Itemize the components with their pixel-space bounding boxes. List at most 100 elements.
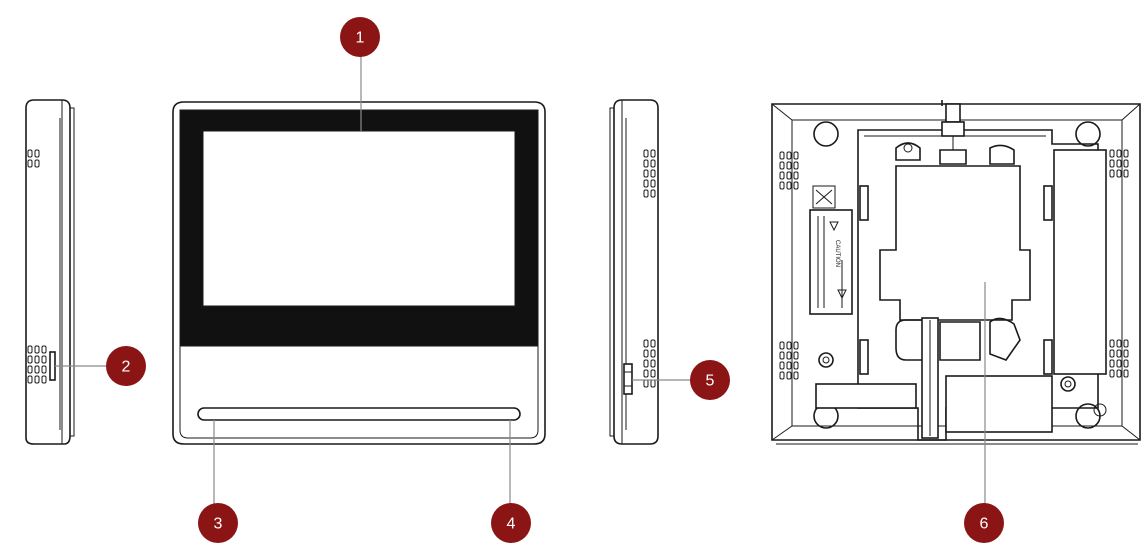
vent-slot (643, 339, 649, 348)
right-side-view (609, 99, 659, 445)
vent-slot (1116, 349, 1122, 358)
vent-slot (41, 375, 47, 384)
vent-slot (27, 149, 33, 158)
screw-hole-tl (813, 121, 839, 147)
vent-slot (786, 341, 792, 350)
vent-slot (793, 341, 799, 350)
vent-slot (34, 365, 40, 374)
vent-slot (1109, 339, 1115, 348)
vent-slot (643, 179, 649, 188)
back-plate-panel (879, 165, 1031, 321)
callout-1: 1 (340, 17, 380, 57)
vent-slot (27, 365, 33, 374)
vent-slot (779, 361, 785, 370)
vent-slot (1116, 369, 1122, 378)
vent-slot (779, 151, 785, 160)
vent-slot (34, 375, 40, 384)
vent-slot (650, 149, 656, 158)
vent-slot (643, 379, 649, 388)
vent-slot (650, 359, 656, 368)
callout-6: 6 (964, 503, 1004, 543)
cable-connector (939, 100, 967, 165)
callout-1-circle (340, 17, 380, 57)
microsd-slot (49, 351, 56, 381)
side-port (623, 363, 633, 395)
vent-slot (41, 345, 47, 354)
vent-slot (1109, 169, 1115, 178)
callout-3: 3 (198, 503, 238, 543)
vent-slot (779, 181, 785, 190)
vent-slot (643, 359, 649, 368)
vent-slot (786, 171, 792, 180)
callout-5-label: 5 (706, 373, 715, 390)
vent-slot (650, 159, 656, 168)
callout-1-label: 1 (356, 30, 365, 47)
vent-slot (650, 379, 656, 388)
vent-slot (650, 369, 656, 378)
vent-slot (779, 341, 785, 350)
back-label-right (945, 375, 1053, 433)
vent-slot (1123, 339, 1129, 348)
back-label-left (815, 383, 917, 409)
vent-slot (786, 351, 792, 360)
vent-slot (1123, 159, 1129, 168)
callout-3-label: 3 (214, 516, 223, 533)
front-touch-bar (197, 407, 521, 421)
left-vents-top (27, 149, 40, 168)
right-vents-bottom (643, 339, 656, 388)
callout-4-label: 4 (507, 516, 516, 533)
vent-slot (1116, 339, 1122, 348)
vent-slot (786, 161, 792, 170)
vent-slot (779, 351, 785, 360)
callout-4-circle (491, 503, 531, 543)
vent-slot (34, 355, 40, 364)
vent-slot (1116, 159, 1122, 168)
vent-slot (643, 189, 649, 198)
vent-slot (793, 171, 799, 180)
vent-slot (41, 365, 47, 374)
vent-slot (779, 171, 785, 180)
vent-slot (650, 349, 656, 358)
callout-5-circle (690, 360, 730, 400)
vent-slot (793, 151, 799, 160)
vent-slot (1109, 159, 1115, 168)
callout-6-circle (964, 503, 1004, 543)
left-side-view (25, 99, 75, 445)
callout-5: 5 (690, 360, 730, 400)
vent-slot (779, 161, 785, 170)
callout-2: 2 (106, 346, 146, 386)
vent-slot (34, 345, 40, 354)
vent-slot (643, 149, 649, 158)
vent-slot (27, 355, 33, 364)
vent-slot (650, 339, 656, 348)
vent-slot (1123, 349, 1129, 358)
vent-slot (793, 161, 799, 170)
vent-slot (1123, 369, 1129, 378)
callout-2-circle (106, 346, 146, 386)
vent-slot (1123, 359, 1129, 368)
vent-slot (34, 149, 40, 158)
vent-slot (793, 361, 799, 370)
leader-lines (55, 56, 986, 508)
vent-slot (1123, 149, 1129, 158)
left-vents-bottom (27, 345, 47, 384)
vent-slot (650, 179, 656, 188)
vent-slot (1116, 169, 1122, 178)
vent-slot (27, 345, 33, 354)
vent-slot (643, 369, 649, 378)
screw-hole-tr (1075, 121, 1101, 147)
callout-3-circle (198, 503, 238, 543)
vent-slot (27, 375, 33, 384)
vent-slot (793, 181, 799, 190)
back-vents-right (1109, 149, 1129, 378)
callout-2-label: 2 (122, 359, 131, 376)
back-vents-left (779, 151, 799, 380)
vent-slot (1109, 349, 1115, 358)
right-vents-top (643, 149, 656, 198)
vent-slot (643, 169, 649, 178)
vent-slot (643, 159, 649, 168)
left-clips (859, 185, 869, 375)
vent-slot (650, 189, 656, 198)
vent-slot (1109, 369, 1115, 378)
